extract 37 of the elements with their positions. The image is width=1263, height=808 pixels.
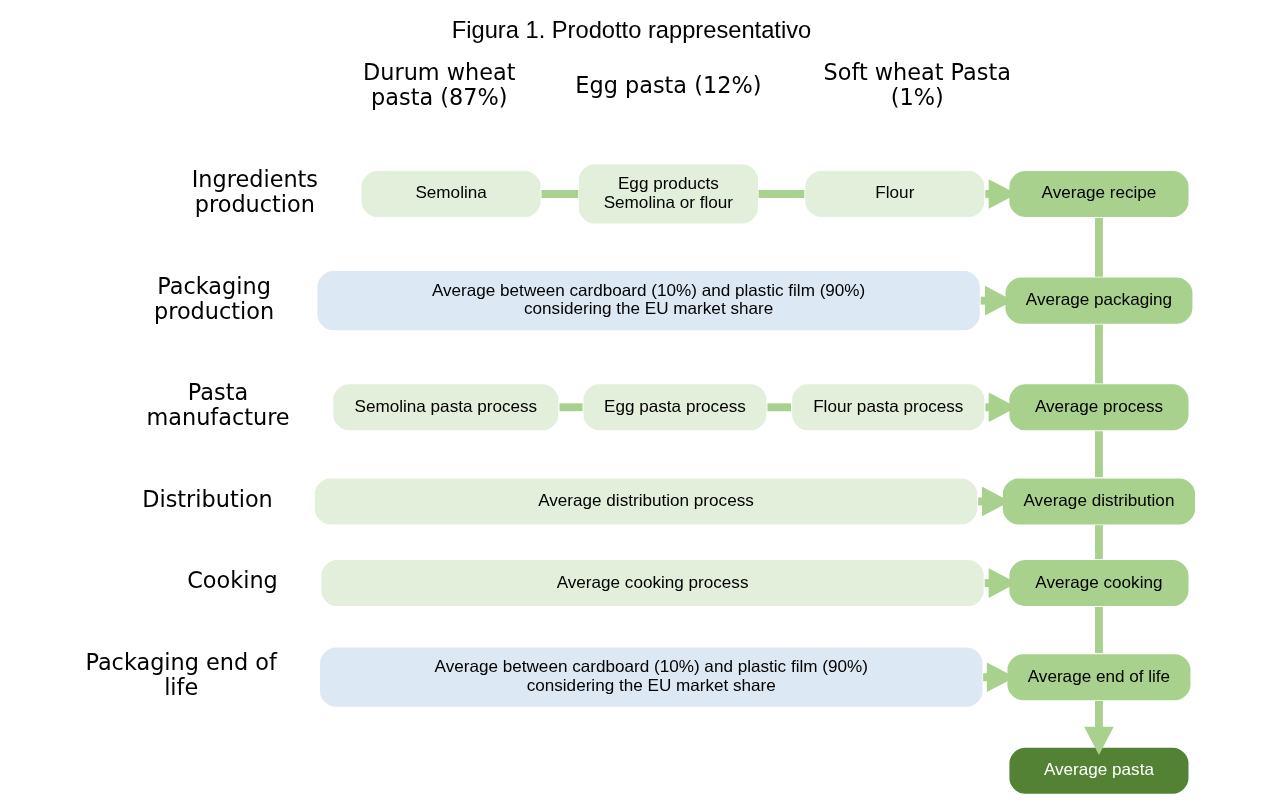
node-box: Average cooking xyxy=(1008,558,1190,608)
node-box: Egg products Semolina or flour xyxy=(577,163,760,225)
diagram-title: Figura 1. Prodotto rappresentativo xyxy=(451,16,812,43)
label: Distribution xyxy=(142,485,273,512)
label: Cooking xyxy=(187,567,278,594)
node-box: Average end of life xyxy=(1006,652,1192,702)
label: Ingredients production xyxy=(191,165,319,217)
arrow xyxy=(1084,701,1114,756)
node-box: Flour pasta process xyxy=(790,382,986,432)
node-box: Flour xyxy=(804,169,986,219)
node-box: Average process xyxy=(1008,382,1190,432)
label: Pasta manufacture xyxy=(146,379,290,431)
node-box: Average pasta xyxy=(1008,746,1190,796)
connector xyxy=(1095,324,1103,384)
label: Durum wheat pasta (87%) xyxy=(363,59,516,111)
node-box: Semolina pasta process xyxy=(331,382,560,432)
connector xyxy=(1095,525,1103,559)
label: Egg pasta (12%) xyxy=(575,71,762,98)
node-box: Average packaging xyxy=(1004,276,1194,325)
node-box: Average between cardboard (10%) and plastic film (90%) considering the EU market share xyxy=(318,646,984,709)
label: Packaging production xyxy=(154,272,275,324)
node-box: Semolina xyxy=(360,169,542,219)
connector xyxy=(1095,431,1103,478)
node-box: Average between cardboard (10%) and plastic film (90%) considering the EU market share xyxy=(316,269,982,332)
node-box: Average recipe xyxy=(1008,169,1190,219)
connector xyxy=(767,403,792,412)
label: Packaging end of life xyxy=(85,649,277,701)
node-box: Average distribution process xyxy=(313,477,979,526)
connector xyxy=(1095,217,1103,277)
node-box: Egg pasta process xyxy=(582,382,768,432)
node-box: Average distribution xyxy=(1001,477,1197,526)
connector xyxy=(559,403,583,412)
label: Soft wheat Pasta (1%) xyxy=(823,59,1011,111)
connector xyxy=(1095,607,1103,653)
node-box: Average cooking process xyxy=(320,558,986,608)
connector xyxy=(758,190,805,198)
connector xyxy=(541,190,579,198)
